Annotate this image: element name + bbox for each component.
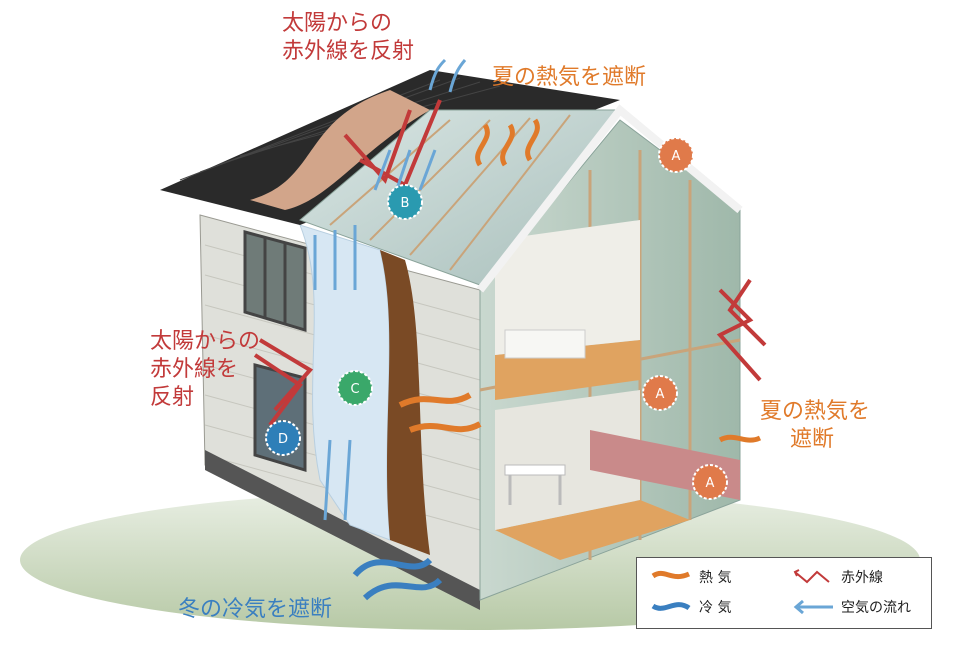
- marker-a-top: A: [659, 138, 693, 172]
- right-heat-squiggle: [720, 437, 760, 440]
- dining-table: [505, 465, 565, 475]
- roof-infrared-label: 太陽からの 赤外線を反射: [282, 10, 414, 66]
- wall-heat-label-line2: 遮断: [790, 426, 834, 454]
- marker-c: C: [338, 371, 372, 405]
- marker-d: D: [266, 421, 300, 455]
- marker-a-mid: A: [643, 376, 677, 410]
- winter-cold-label: 冬の冷気を遮断: [178, 596, 332, 624]
- roof-heat-label: 夏の熱気を遮断: [492, 64, 646, 92]
- cold-icon: [651, 598, 691, 616]
- airflow-icon: [793, 598, 837, 616]
- svg-text:B: B: [401, 196, 410, 211]
- infrared-icon: [793, 568, 837, 586]
- svg-text:D: D: [278, 432, 288, 447]
- svg-text:A: A: [672, 149, 681, 164]
- bed: [505, 330, 585, 358]
- marker-a-bottom: A: [693, 465, 727, 499]
- wall-infrared-label: 太陽からの 赤外線を 反射: [150, 328, 260, 412]
- svg-text:C: C: [350, 382, 359, 397]
- upper-window: [245, 232, 305, 330]
- heat-icon: [651, 568, 691, 586]
- marker-b: B: [388, 185, 422, 219]
- wall-heat-label-line1: 夏の熱気を: [760, 398, 870, 426]
- legend-heat-label: 熱 気: [699, 566, 731, 590]
- svg-text:A: A: [656, 387, 665, 402]
- legend-cold-label: 冷 気: [699, 596, 731, 620]
- legend-airflow-label: 空気の流れ: [841, 596, 911, 620]
- svg-text:A: A: [706, 476, 715, 491]
- legend: 熱 気 赤外線 冷 気 空気の流れ: [636, 557, 932, 629]
- legend-infrared-label: 赤外線: [841, 566, 883, 590]
